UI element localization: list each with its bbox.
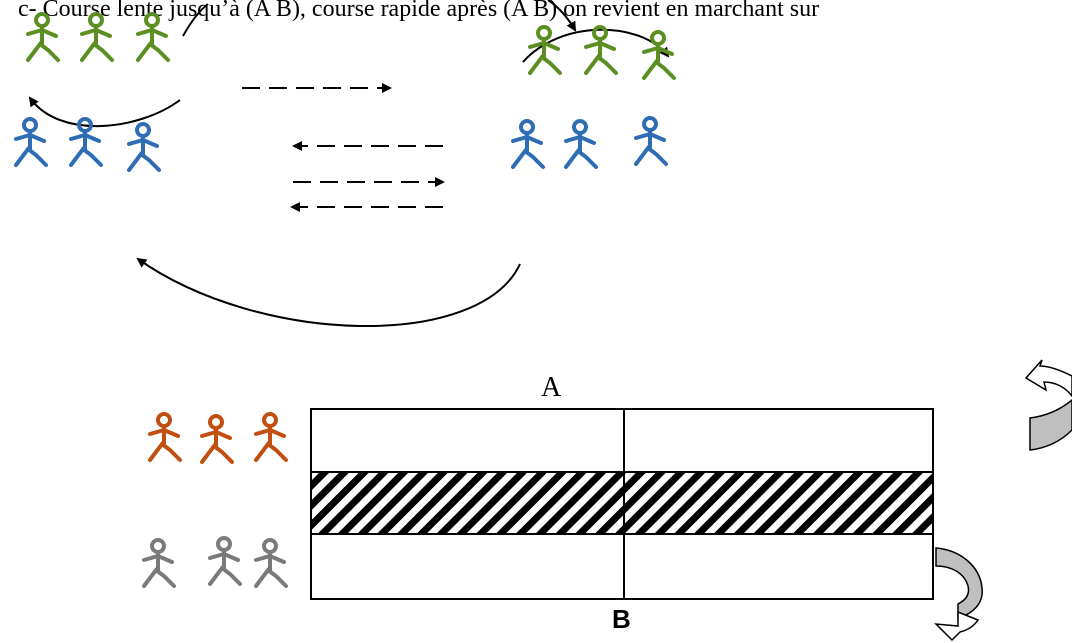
curved-arrow-return-bottom: [136, 257, 521, 327]
runner-groups: [14, 12, 676, 588]
runner-top-right-2: [584, 25, 618, 75]
curved-arrows: [28, 0, 670, 327]
instruction-caption: c- Course lente jusqu’à (A B), course ra…: [18, 0, 820, 22]
runner-field-top-3: [254, 412, 288, 462]
runner-top-right-3: [642, 30, 676, 80]
runner-group-mid-left: [14, 117, 161, 172]
line-label-a: A: [541, 372, 562, 403]
u-turn-arrow-bottom-right: [934, 547, 983, 642]
line-label-b: B: [612, 604, 631, 634]
runner-field-top-2: [200, 414, 234, 464]
runner-top-right-1: [528, 25, 562, 75]
runner-group-top-right: [528, 25, 676, 80]
runner-mid-right-1: [511, 119, 545, 169]
runner-mid-left-2: [69, 117, 103, 167]
runner-mid-right-2: [564, 119, 598, 169]
runner-group-field-top: [148, 412, 288, 464]
runner-group-field-bottom: [142, 536, 288, 588]
dashed-arrows: [242, 83, 445, 212]
curved-arrow-top-start: [182, 3, 209, 37]
playing-field: [310, 408, 934, 600]
runner-field-bottom-3: [254, 538, 288, 588]
runner-top-left-2: [80, 12, 114, 62]
runner-field-bottom-1: [142, 538, 176, 588]
field-outline: [310, 408, 934, 600]
runner-group-top-left: [26, 12, 170, 62]
u-turn-arrow-top-right: [1024, 359, 1072, 451]
runner-field-bottom-2: [208, 536, 242, 586]
runner-mid-left-3: [127, 122, 161, 172]
runner-top-left-3: [136, 12, 170, 62]
runner-mid-left-1: [14, 117, 48, 167]
curved-arrow-top-left: [28, 96, 181, 127]
runner-top-left-1: [26, 12, 60, 62]
runner-mid-right-3: [634, 116, 668, 166]
runner-group-mid-right: [511, 116, 668, 169]
field-hatched-zone: [311, 472, 933, 534]
curved-arrow-top-right: [547, 0, 577, 32]
runner-field-top-1: [148, 412, 182, 462]
